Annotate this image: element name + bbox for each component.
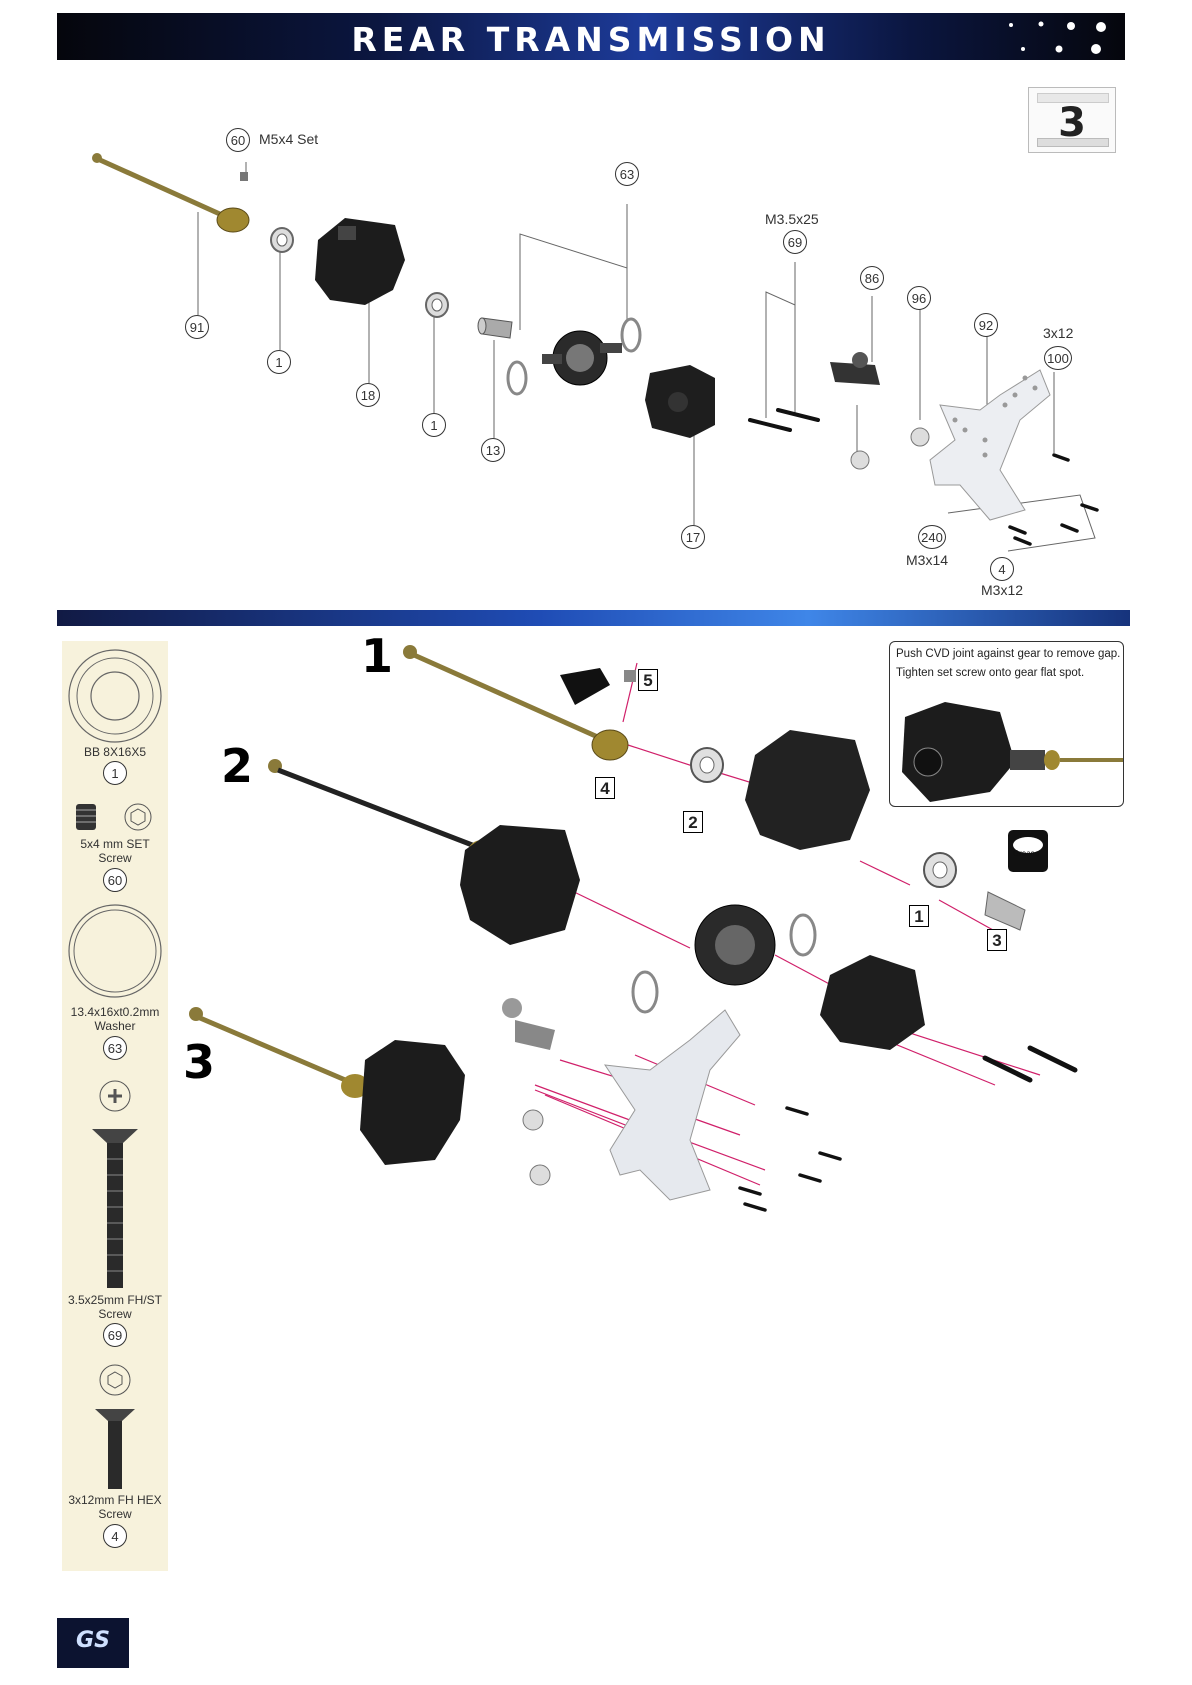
- bearing-icon: [68, 649, 162, 743]
- substep-box-5: 5: [638, 669, 658, 691]
- assembly-step-3: 3: [183, 1035, 216, 1089]
- brand-logo-mark: GS: [76, 1628, 110, 1653]
- substep-box-3: 3: [987, 929, 1007, 951]
- sidebar-fh-num: 69: [103, 1323, 127, 1347]
- assembly-diagram: [189, 645, 1078, 1212]
- section-divider: [57, 610, 1130, 626]
- hex-screw-icon: [95, 1364, 135, 1489]
- sidebar-bb-name: BB 8X16X5: [83, 745, 147, 759]
- part-spec-4: M3x12: [981, 582, 1024, 598]
- parts-sidebar: BB 8X16X5 1 5x4 mm SET Screw 60 13.4x16x…: [62, 641, 168, 1571]
- substep-box-1: 1: [909, 905, 929, 927]
- part-callout-18: 18: [356, 383, 380, 407]
- part-callout-13: 13: [481, 438, 505, 462]
- sidebar-washer-name2: Washer: [94, 1019, 136, 1033]
- part-callout-63: 63: [615, 162, 639, 186]
- part-callout-86: 86: [860, 266, 884, 290]
- grease-label: Grease: [1012, 849, 1040, 858]
- sidebar-fh-name1: 3.5x25mm FH/ST: [67, 1293, 163, 1307]
- sidebar-set-name1: 5x4 mm SET: [80, 837, 150, 851]
- part-callout-17: 17: [681, 525, 705, 549]
- part-spec-100: 3x12: [1043, 325, 1074, 341]
- sidebar-washer-num: 63: [103, 1036, 127, 1060]
- sidebar-washer-name1: 13.4x16xt0.2mm: [70, 1005, 160, 1019]
- step-badge: 3: [1028, 87, 1116, 153]
- part-callout-1a: 1: [267, 350, 291, 374]
- set-screw-icon: [76, 803, 152, 831]
- driveshaft-91-drawing: [92, 153, 250, 233]
- assembly-step-1: 1: [361, 629, 394, 683]
- part-callout-69: 69: [783, 230, 807, 254]
- part-spec-69: M3.5x25: [765, 211, 819, 227]
- sidebar-fh-name2: Screw: [98, 1307, 132, 1321]
- part-callout-60: 60: [226, 128, 250, 152]
- exploded-view-diagram: [92, 153, 1099, 552]
- page-title: REAR TRANSMISSION: [351, 20, 831, 59]
- detail-inset: Push CVD joint against gear to remove ga…: [889, 641, 1124, 807]
- brand-logo: GS: [57, 1618, 129, 1668]
- inset-photo: [902, 702, 1123, 802]
- sidebar-hex-name2: Screw: [98, 1507, 132, 1521]
- part-callout-96: 96: [907, 286, 931, 310]
- substep-box-4: 4: [595, 777, 615, 799]
- part-callout-240: 240: [918, 525, 946, 549]
- sidebar-set-num: 60: [103, 868, 127, 892]
- fh-screw-icon: [92, 1080, 138, 1288]
- part-callout-4: 4: [990, 557, 1014, 581]
- part-callout-92: 92: [974, 313, 998, 337]
- part-callout-1b: 1: [422, 413, 446, 437]
- inset-line-1: Push CVD joint against gear to remove ga…: [896, 648, 1121, 660]
- substep-box-2: 2: [683, 811, 703, 833]
- dots-decoration: [1009, 21, 1106, 54]
- inset-line-2: Tighten set screw onto gear flat spot.: [896, 667, 1085, 679]
- sidebar-bb-num: 1: [103, 761, 127, 785]
- assembly-step-2: 2: [221, 739, 254, 793]
- part-callout-100: 100: [1044, 346, 1072, 370]
- part-spec-240: M3x14: [906, 552, 949, 568]
- sidebar-hex-num: 4: [103, 1524, 127, 1548]
- part-spec-60: M5x4 Set: [259, 131, 319, 147]
- sidebar-hex-name1: 3x12mm FH HEX: [68, 1493, 162, 1507]
- header-banner: REAR TRANSMISSION: [57, 13, 1125, 60]
- badge-bottom-strip: [1037, 138, 1109, 147]
- badge-top-strip: [1037, 93, 1109, 103]
- part-callout-91: 91: [185, 315, 209, 339]
- washer-icon: [68, 904, 162, 998]
- sidebar-set-name2: Screw: [98, 851, 132, 865]
